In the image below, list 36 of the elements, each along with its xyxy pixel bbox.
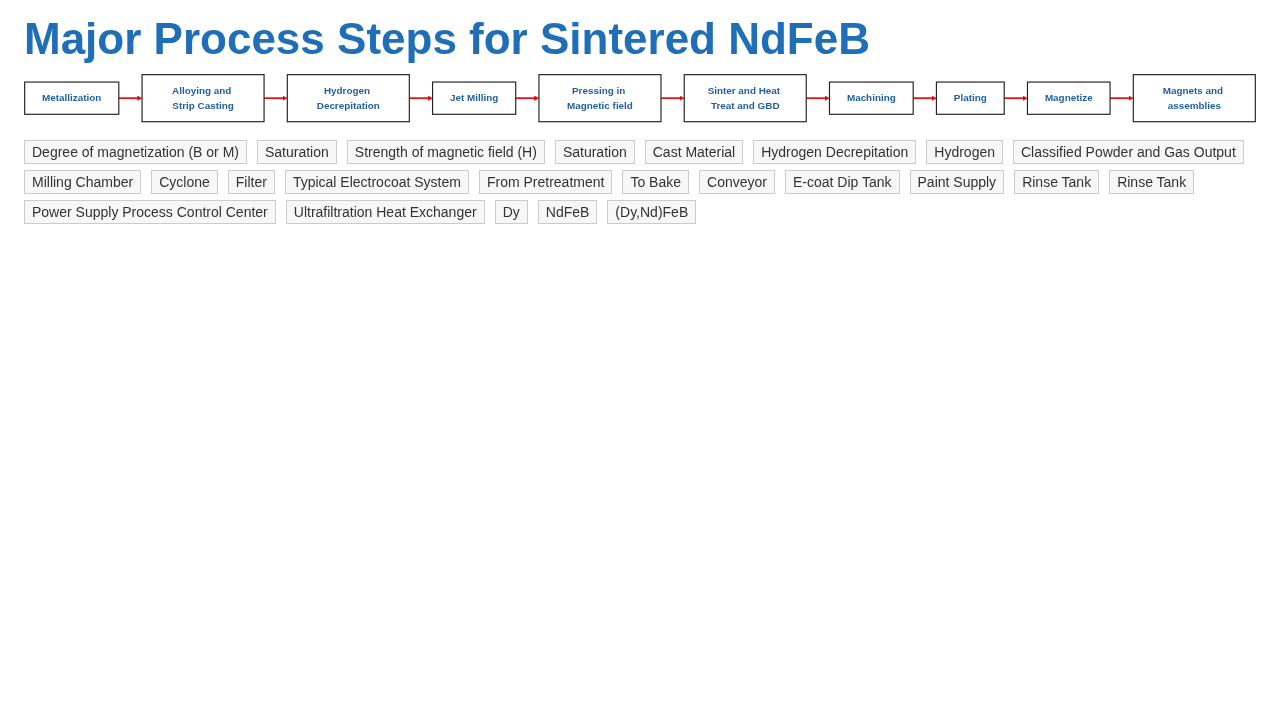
diagram-label: Cyclone [151,170,218,195]
diagram-label: Ultrafiltration Heat Exchanger [285,200,485,225]
diagram-label: Hydrogen [926,140,1003,165]
node-box: Hydrogen Decrepitation [286,74,410,123]
diagram-label: Hydrogen Decrepitation [753,140,917,165]
node-box: Machining [828,81,914,115]
diagram-label: Rinse Tank [1014,170,1100,195]
diagram-label: Classified Powder and Gas Output [1013,140,1244,165]
diagram-label: Conveyor [699,170,775,195]
diagram-label: From Pretreatment [478,170,613,195]
diagram-label: Saturation [554,140,635,165]
diagram-label: Paint Supply [909,170,1005,195]
diagram-label: Typical Electrocoat System [284,170,469,195]
node-box: Jet Milling [432,81,517,115]
node-box: Pressing in Magnetic field [538,74,662,123]
node-box: Alloying and Strip Casting [141,74,265,123]
diagram-label: Filter [227,170,275,195]
title: Major Process Steps for Sintered NdFeB [24,14,871,64]
diagram-label: Milling Chamber [24,170,142,195]
node-box: Plating [935,81,1005,115]
diagram-label: To Bake [622,170,689,195]
diagram-label: Power Supply Process Control Center [24,200,276,225]
diagram-label: E-coat Dip Tank [784,170,900,195]
node-box: Metallization [24,81,120,115]
diagram-label: NdFeB [537,200,598,225]
diagram-label: Saturation [257,140,337,165]
node-box: Magnetize [1026,81,1111,115]
diagram-label: Dy [494,200,528,225]
arrow [660,95,685,101]
node-box: Sinter and Heat Treat and GBD [683,74,807,123]
diagram-label: Rinse Tank [1109,170,1195,195]
diagram-label: Cast Material [644,140,744,165]
diagram-label: Strength of magnetic field (H) [346,140,545,165]
node-box: Magnets and assemblies [1132,74,1256,123]
diagram-label: (Dy,Nd)FeB [607,200,697,225]
diagram-label: Degree of magnetization (B or M) [24,140,247,165]
